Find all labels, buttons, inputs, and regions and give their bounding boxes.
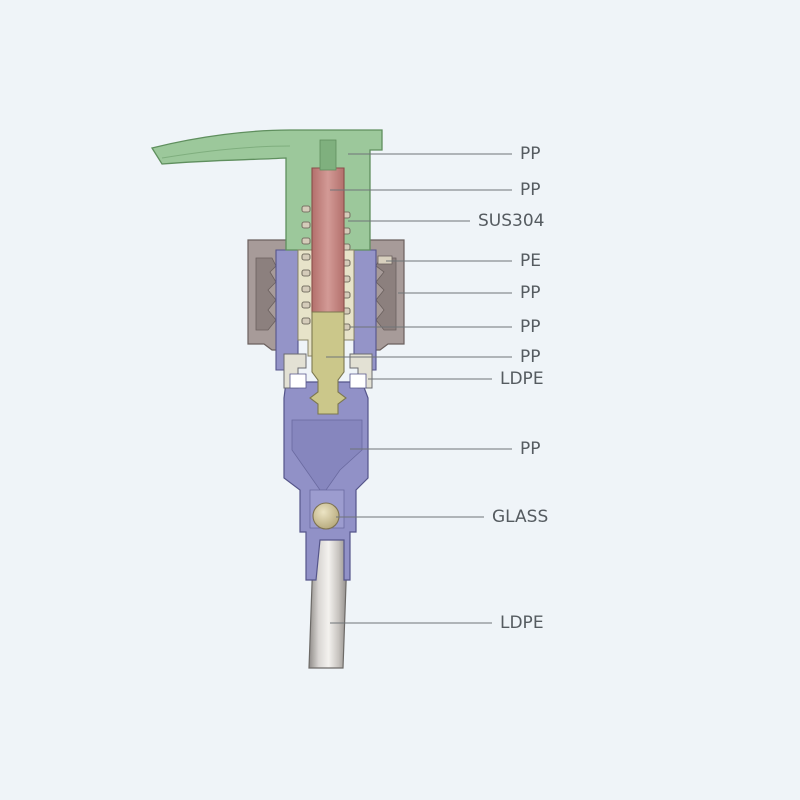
label-stem: PP: [520, 180, 541, 200]
label-ball: GLASS: [492, 507, 549, 527]
label-closure: PP: [520, 283, 541, 303]
label-spring: SUS304: [478, 211, 545, 231]
label-piston: PP: [520, 317, 541, 337]
label-gasket: PE: [520, 251, 541, 271]
pump-housing: [283, 381, 369, 581]
valve-stem: [309, 311, 347, 415]
label-seal: LDPE: [500, 369, 544, 389]
label-housing: PP: [520, 439, 541, 459]
glass-ball: [312, 502, 340, 530]
label-valve-stem: PP: [520, 347, 541, 367]
gasket: [377, 255, 393, 265]
leader-lines: [326, 153, 512, 624]
label-dip-tube: LDPE: [500, 613, 544, 633]
label-actuator: PP: [520, 144, 541, 164]
inner-collar: [275, 249, 377, 371]
seal-ring: [283, 353, 373, 389]
stem: [311, 139, 345, 313]
